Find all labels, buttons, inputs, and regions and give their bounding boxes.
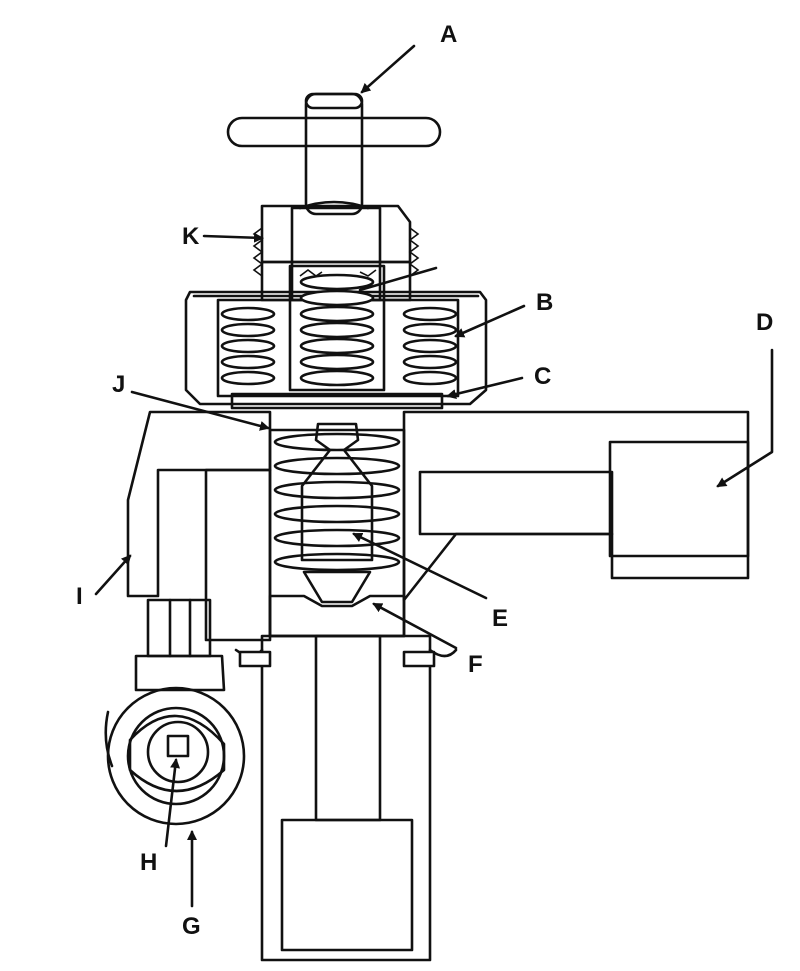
diaphragm-plate	[230, 392, 444, 410]
outer-springs	[220, 306, 458, 386]
label-j: J	[112, 371, 125, 398]
label-d: D	[756, 309, 773, 336]
label-h: H	[140, 849, 157, 876]
inlet-stem	[234, 634, 458, 962]
handle-crossbar	[226, 116, 442, 148]
leader-lines	[94, 44, 774, 908]
label-b: B	[536, 289, 553, 316]
label-e: E	[492, 605, 508, 632]
handle-stem	[304, 92, 364, 216]
label-k: K	[182, 223, 200, 250]
valve-poppet	[300, 422, 374, 604]
gauge-fitting	[104, 598, 246, 826]
leader-c	[446, 376, 524, 399]
leader-a	[360, 44, 416, 94]
leader-i	[94, 554, 132, 596]
label-i: I	[76, 583, 83, 610]
leader-k	[202, 232, 264, 243]
outlet-port	[608, 440, 750, 558]
callout-labels: A K B C J D E F I H G	[76, 21, 773, 940]
t-handle	[226, 92, 442, 216]
label-g: G	[182, 913, 201, 940]
valve-body	[126, 410, 750, 642]
inlet-port	[280, 818, 414, 952]
leader-spring-top	[358, 266, 438, 292]
leader-b	[454, 304, 526, 338]
leader-d	[716, 348, 774, 488]
gauge-square-drive	[166, 734, 190, 758]
leader-e	[352, 532, 488, 600]
inner-spring	[299, 269, 377, 387]
valve-spring	[273, 432, 401, 572]
label-f: F	[468, 651, 483, 678]
leader-f	[372, 602, 458, 650]
leader-h	[164, 758, 181, 848]
label-a: A	[440, 21, 457, 48]
label-c: C	[534, 363, 551, 390]
bonnet-threads	[252, 227, 420, 277]
leader-j	[130, 390, 270, 431]
